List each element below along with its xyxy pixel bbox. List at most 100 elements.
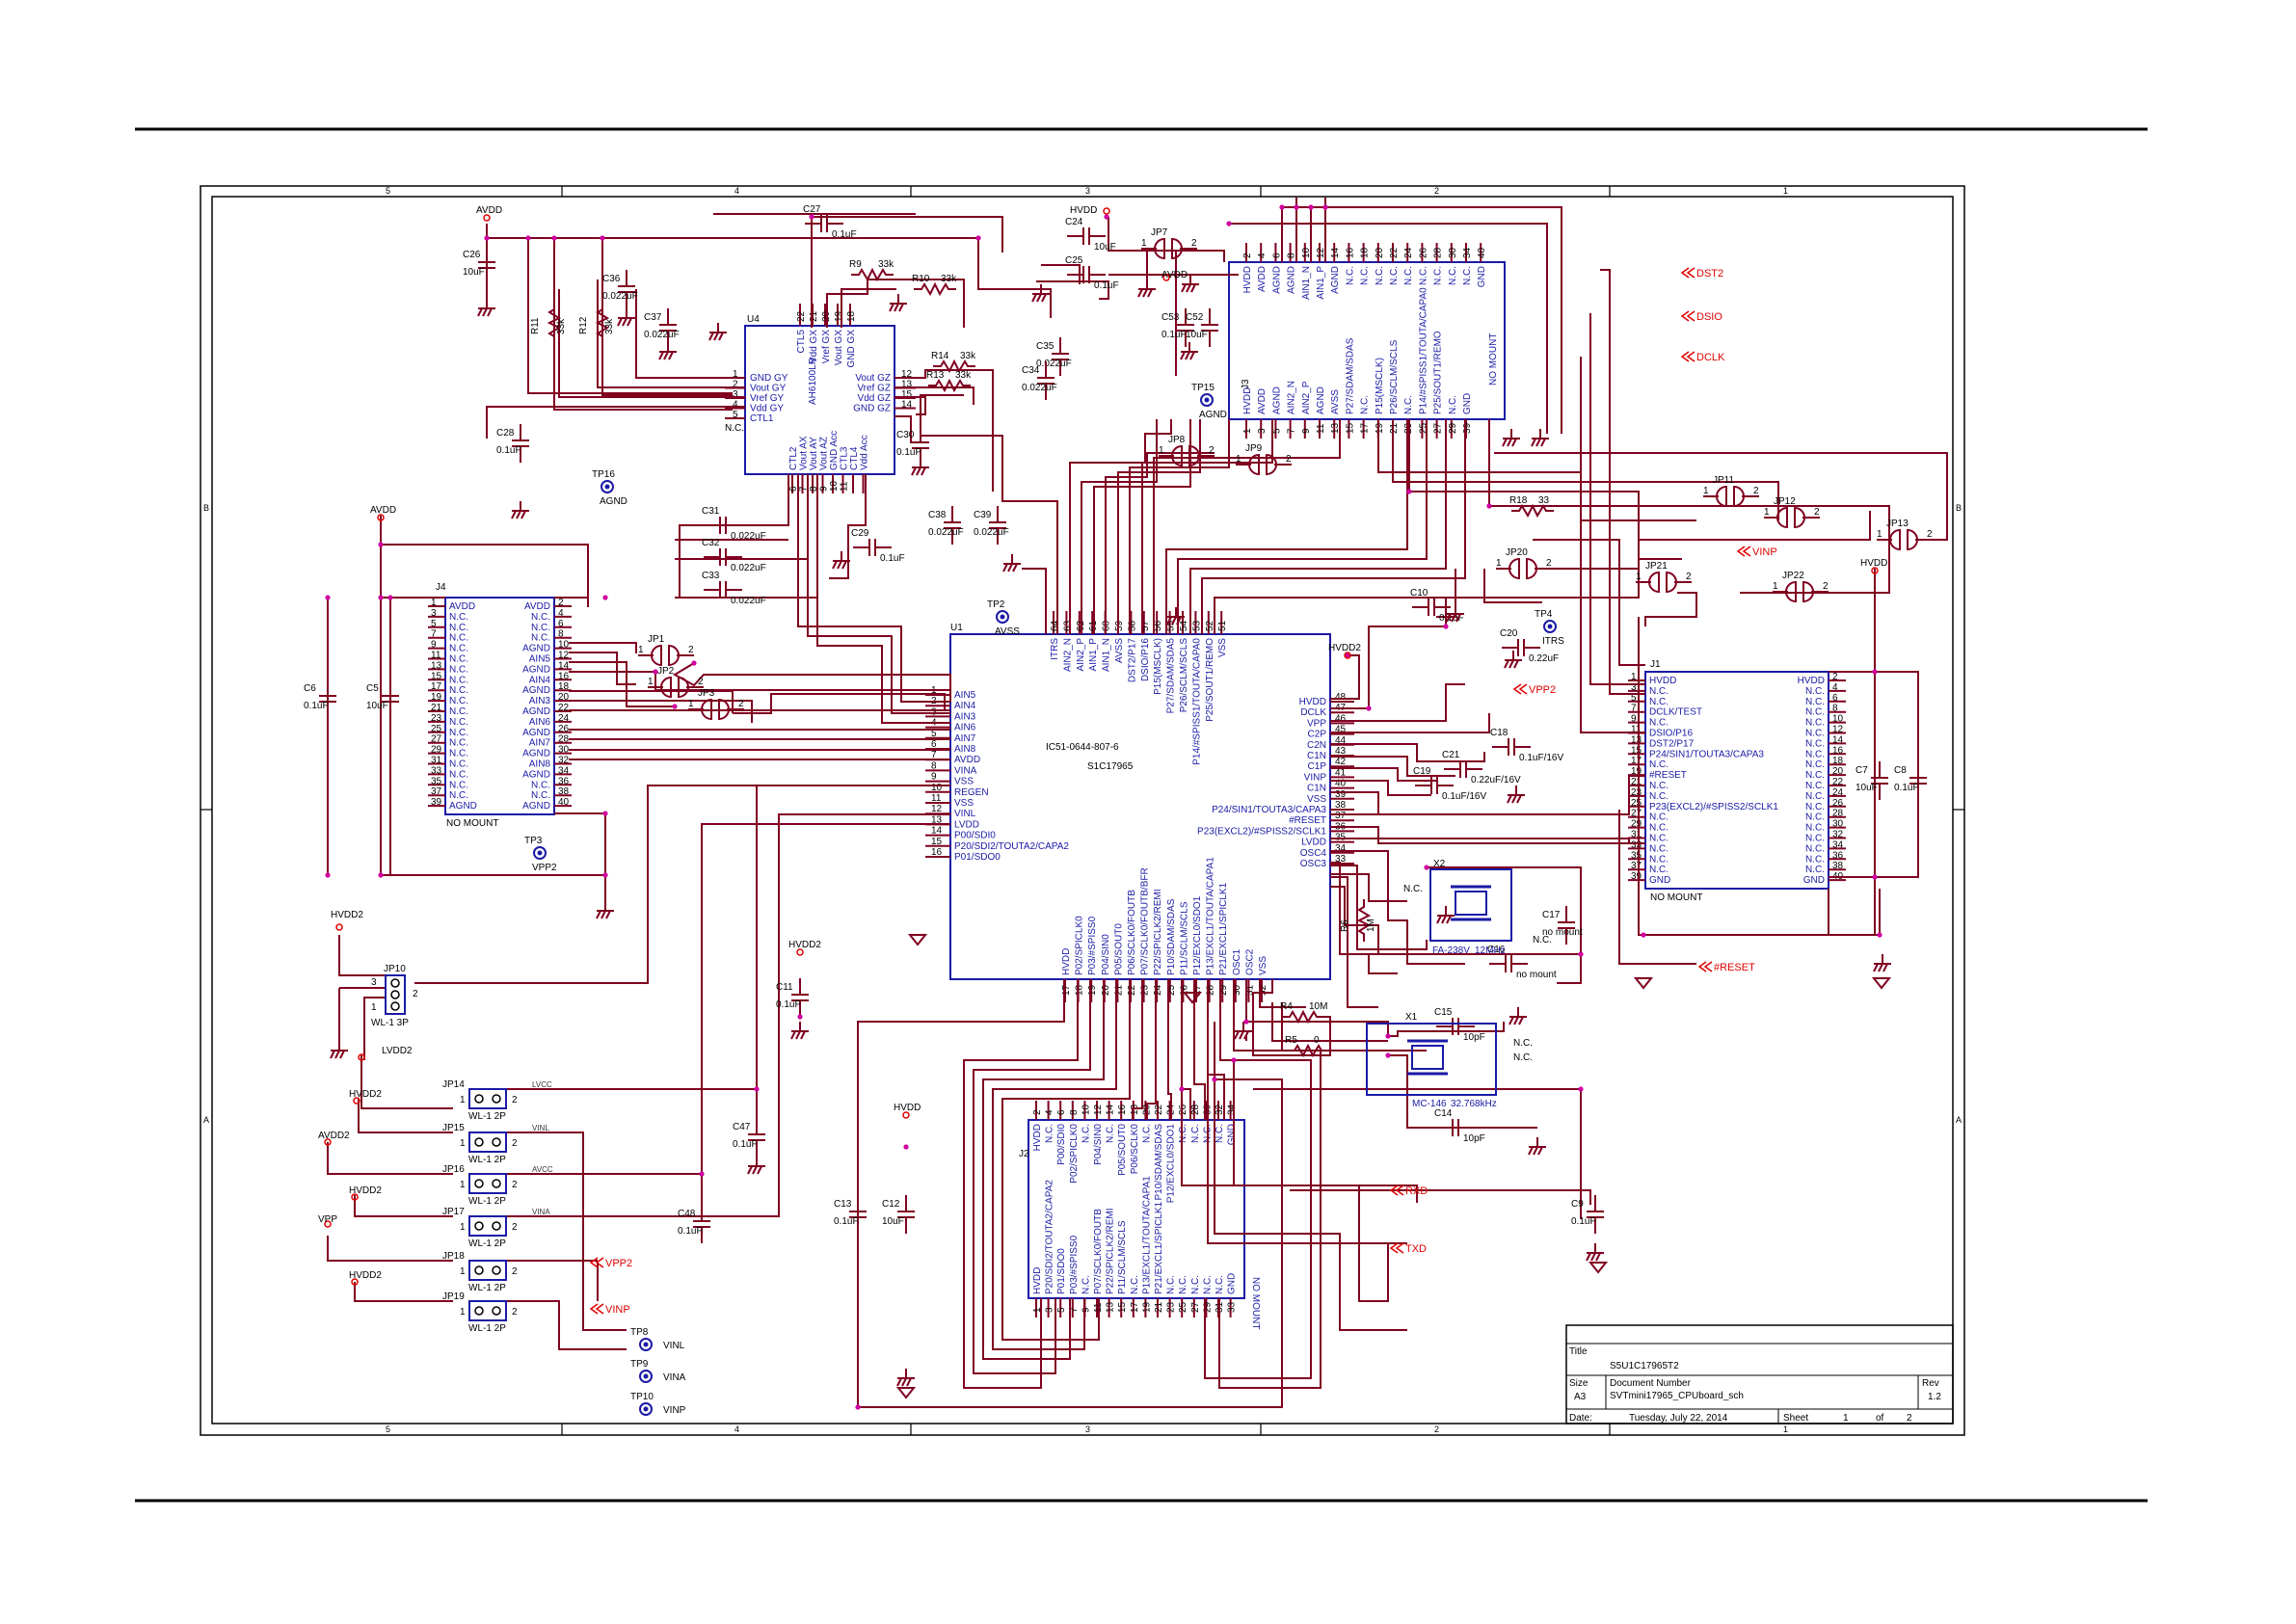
- tp-ref: TP16: [592, 469, 615, 480]
- u1-pin-name: ITRS: [1050, 638, 1060, 660]
- j4-pin-number: 31: [431, 756, 442, 766]
- j1-pin-name: N.C.: [1649, 718, 1669, 729]
- j2-pin-name: N.C.: [1178, 1275, 1188, 1294]
- wl-pin: [474, 1137, 484, 1147]
- j2-pin-name: HVDD: [1032, 1124, 1043, 1151]
- ground-tick: [1508, 659, 1514, 669]
- j3-pin-name: P25/SOUT1/REMO: [1433, 331, 1444, 414]
- j4-pin-name: N.C.: [449, 644, 468, 654]
- jumper-pad: [1802, 580, 1814, 603]
- j4-pin-number: 8: [558, 629, 564, 640]
- ground-icon: [1436, 906, 1455, 924]
- j4-pin-name: AGND: [522, 728, 550, 738]
- u1-pin-name: REGEN: [954, 787, 989, 798]
- u1-name: S1C17965: [1087, 761, 1134, 772]
- j2-pin-number: 12: [1093, 1104, 1104, 1115]
- u4-pin-name: Vdd GZ: [858, 393, 891, 404]
- u1-pin-number: 18: [1075, 984, 1085, 996]
- cap-value: no mount: [1516, 970, 1557, 980]
- j1-pin-number: 27: [1631, 809, 1642, 819]
- sheet-num: 1: [1843, 1413, 1849, 1424]
- tp-ref: TP15: [1191, 383, 1215, 393]
- tp-ref: TP9: [630, 1359, 649, 1370]
- j3-pin-number: 27: [1433, 422, 1444, 434]
- j2-pin-name: N.C.: [1190, 1124, 1201, 1143]
- cap-value: 0.1uF: [832, 229, 857, 240]
- j4-pin-name: N.C.: [531, 633, 550, 644]
- cap-value: 0.1uF: [1161, 330, 1187, 340]
- offpage-connector: VINP: [589, 1303, 630, 1316]
- j2-pin-name: P04/SIN0: [1093, 1124, 1104, 1165]
- j1-pin-number: 2: [1832, 672, 1838, 682]
- cap-value: 0.1uF: [834, 1216, 859, 1227]
- jumper-pad: [1889, 528, 1901, 551]
- j2-pin-number: 13: [1106, 1301, 1116, 1313]
- j1-pin-name: N.C.: [1649, 686, 1669, 697]
- j1-pin-name: N.C.: [1805, 854, 1825, 865]
- wl-type: WL-1 2P: [468, 1196, 506, 1207]
- wl-body: [468, 1215, 507, 1237]
- ground-tick: [1507, 794, 1512, 804]
- u4-pin-number: 2: [733, 380, 738, 390]
- jumper-pad: [1794, 506, 1805, 529]
- u4-pin-name: Vout GY: [750, 384, 787, 394]
- docnum-value: SVTmini17965_CPUboard_sch: [1610, 1391, 1744, 1401]
- u1-pin-name: P04/SIN0: [1101, 934, 1111, 975]
- junction-dot: [387, 595, 393, 600]
- ground-tick: [1504, 659, 1509, 669]
- ground-tick: [1455, 613, 1461, 623]
- cap-ref: C28: [496, 428, 515, 439]
- resistor-body: [933, 359, 975, 374]
- j3-pin-number: 34: [1462, 247, 1473, 258]
- u4-pin-name: CTL1: [750, 413, 774, 424]
- cap-ref: C38: [928, 510, 947, 520]
- u4-pin-name: Vout AX: [799, 436, 810, 470]
- j2-pin-number: 17: [1130, 1301, 1140, 1313]
- power-avdd-2: AVDD: [1161, 270, 1188, 280]
- j4-pin-number: 9: [431, 640, 437, 651]
- cap-value: 10uF: [366, 701, 388, 711]
- cap-value: 10uF: [463, 267, 485, 278]
- cap-value: 0.022uF: [602, 291, 638, 302]
- ground-tick: [1511, 794, 1517, 804]
- cap-value: 0.1uF/16V: [1519, 753, 1563, 763]
- u1-pin-number: 40: [1335, 779, 1347, 789]
- j1-pin-name: HVDD: [1798, 676, 1825, 686]
- ground-icon: [907, 934, 928, 946]
- jumper-pin: 1: [1141, 238, 1147, 249]
- u1-pin-number: 57: [1140, 620, 1151, 631]
- j2-pin-number: 23: [1166, 1301, 1177, 1313]
- jumper-pin: 2: [1753, 486, 1759, 496]
- u4-pin-number: 7: [799, 486, 810, 492]
- crystal-x1: X1 MC-146 32.768kHz N.C. N.C.: [1366, 1012, 1533, 1109]
- ground-tick: [1239, 1030, 1244, 1040]
- j1-pin-name: N.C.: [1649, 823, 1669, 834]
- jumper-pad: [1648, 571, 1660, 594]
- size-value: A3: [1574, 1392, 1587, 1402]
- ground-tick: [1142, 288, 1148, 298]
- jumper-ref: JP20: [1506, 547, 1528, 558]
- resistor-value: 33k: [556, 318, 567, 334]
- u4-pin-number: 15: [901, 389, 913, 400]
- j2-pin-name: P01/SDO0: [1056, 1248, 1067, 1294]
- ground-tick: [339, 1050, 345, 1059]
- col-label: 5: [386, 1424, 390, 1434]
- drawing-title: S5U1C17965T2: [1610, 1361, 1679, 1371]
- jumper-ref: JP8: [1168, 435, 1186, 445]
- j4-pin-name: N.C.: [449, 612, 468, 623]
- offpage-label: VINP: [605, 1304, 630, 1316]
- u1-pin-name: AVDD: [954, 755, 980, 765]
- jumper-pad: [1248, 453, 1260, 476]
- jumper-ref: JP9: [1245, 443, 1263, 454]
- docnum-label: Document Number: [1610, 1378, 1692, 1389]
- ground-icon: [617, 308, 635, 327]
- ground-tick: [1540, 438, 1546, 447]
- u1-pin-number: 59: [1114, 620, 1125, 631]
- u1-pin-name: AIN3: [954, 711, 976, 722]
